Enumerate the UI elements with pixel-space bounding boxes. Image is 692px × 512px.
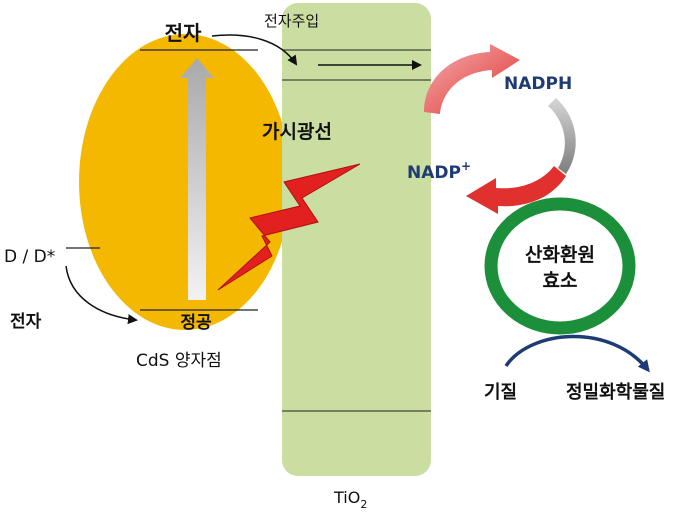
tio2-label-sub: 2 [360, 498, 367, 511]
cycle-red-arc-bottom [466, 166, 566, 214]
enzyme-label-line1: 산화환원 [525, 244, 595, 266]
quantum-dot-label: CdS 양자점 [136, 351, 222, 371]
fine-chemical-label: 정밀화학물질 [566, 381, 665, 403]
tio2-slab [282, 3, 431, 476]
nadp-label-sup: + [461, 159, 471, 173]
nadp-label-main: NADP [407, 163, 461, 183]
electron-top-label: 전자 [165, 21, 202, 45]
cycle-red-arc-top [424, 44, 520, 114]
nadp-label: NADP+ [407, 159, 471, 183]
electron-left-label: 전자 [10, 312, 42, 332]
lightning-bolt-icon [217, 163, 361, 291]
tio2-label-main: TiO [333, 488, 360, 507]
cycle-gray-arc-right [548, 98, 576, 174]
electron-injection-curve [211, 34, 298, 66]
quantum-dot-ellipse [79, 34, 291, 330]
tio2-label: TiO2 [333, 488, 367, 511]
donor-electron-curve [65, 265, 138, 325]
hole-label: 정공 [180, 313, 212, 333]
enzyme-ring [484, 197, 636, 335]
excitation-up-arrow [180, 58, 214, 300]
substrate-product-arc [504, 334, 650, 373]
enzyme-label-line2: 효소 [543, 270, 578, 292]
nadph-label: NADPH [504, 74, 572, 94]
visible-light-label: 가시광선 [262, 121, 332, 143]
donor-label: D / D* [4, 247, 55, 267]
substrate-label: 기질 [484, 382, 517, 403]
electron-injection-label: 전자주입 [264, 12, 319, 30]
